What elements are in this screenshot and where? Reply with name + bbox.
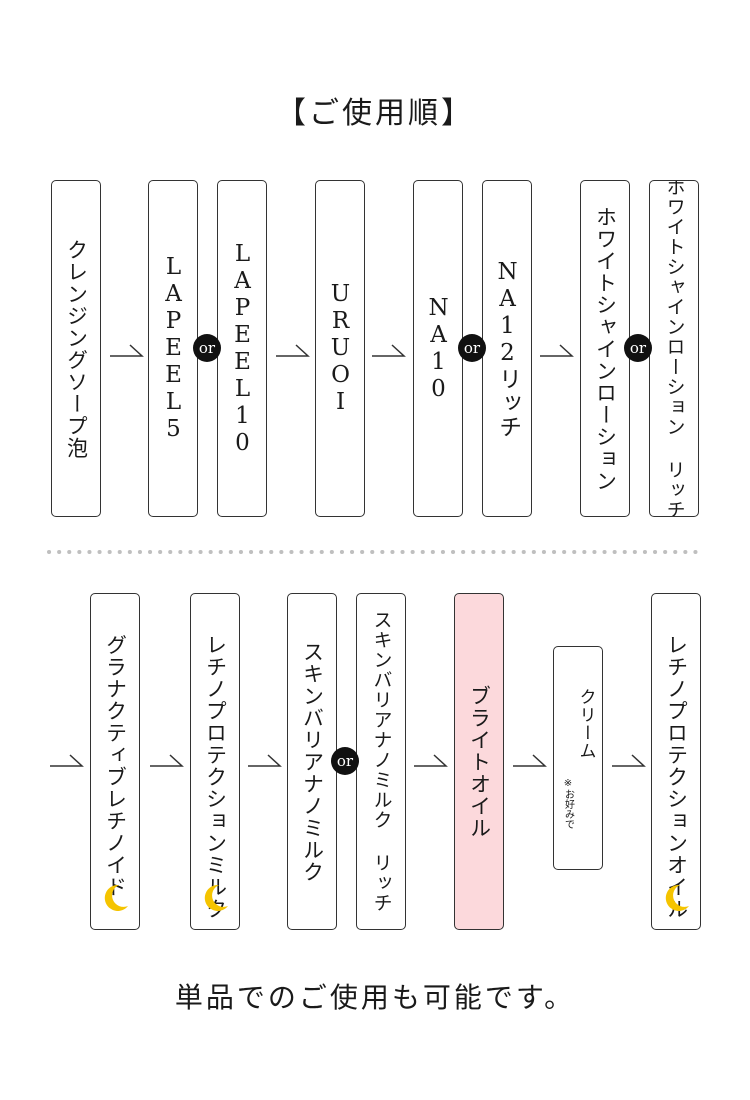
step-la-peel-5: LAPEEL5 (148, 180, 198, 517)
step-label: NA10 (425, 294, 452, 403)
or-badge: or (193, 334, 221, 362)
step-label: ホワイトシャインローション (593, 205, 618, 492)
dotted-divider (47, 550, 705, 554)
step-label: グラナクティブレチノイド (103, 634, 128, 898)
step-label: URUOI (327, 281, 354, 416)
step-label: レチノプロテクションオイル (664, 634, 689, 920)
arrow-icon (248, 754, 282, 767)
moon-icon (665, 884, 689, 911)
cream-label-group: クリーム ※お好みで (562, 687, 596, 829)
step-la-peel-10: LAPEEL10 (217, 180, 267, 517)
page-title: 【ご使用順】 (276, 96, 474, 131)
or-badge: or (624, 334, 652, 362)
step-retino-protection-milk: レチノプロテクションミルク (190, 593, 240, 930)
step-granactive-retinoid: グラナクティブレチノイド (90, 593, 140, 930)
arrow-icon (276, 344, 310, 357)
step-label: クリーム (575, 687, 596, 760)
step-label: クレンジングソープ泡 (64, 238, 89, 459)
step-label: LAPEEL10 (229, 240, 256, 457)
step-label: スキンバリアナノミルク (300, 640, 325, 883)
step-na-10: NA10 (413, 180, 463, 517)
arrow-icon (513, 754, 547, 767)
step-label: レチノプロテクションミルク (203, 634, 228, 920)
step-cream: クリーム ※お好みで (553, 646, 603, 870)
step-retino-protection-oil: レチノプロテクションオイル (651, 593, 701, 930)
step-white-shine-lotion-rich: ホワイトシャインローション リッチ (649, 180, 699, 517)
moon-icon (204, 884, 228, 911)
step-skin-barrier-nano-milk: スキンバリアナノミルク (287, 593, 337, 930)
arrow-icon (372, 344, 406, 357)
step-bright-oil: ブライトオイル (454, 593, 504, 930)
arrow-icon (110, 344, 144, 357)
step-label: ホワイトシャインローション リッチ (663, 180, 686, 517)
arrow-icon (540, 344, 574, 357)
or-badge: or (458, 334, 486, 362)
arrow-icon (414, 754, 448, 767)
step-skin-barrier-nano-milk-rich: スキンバリアナノミルク リッチ (356, 593, 406, 930)
optional-note: ※お好みで (562, 777, 574, 829)
arrow-icon (50, 754, 84, 767)
moon-icon (104, 884, 128, 911)
arrow-icon (612, 754, 646, 767)
step-label: ブライトオイル (467, 684, 492, 839)
footer-note: 単品でのご使用も可能です。 (174, 981, 576, 1014)
step-label: LAPEEL5 (160, 254, 187, 443)
step-label: NA12リッチ (494, 258, 521, 439)
arrow-icon (150, 754, 184, 767)
step-label: スキンバリアナノミルク リッチ (370, 610, 393, 913)
step-uruoi: URUOI (315, 180, 365, 517)
step-white-shine-lotion: ホワイトシャインローション (580, 180, 630, 517)
or-badge: or (331, 747, 359, 775)
step-cleansing-soap: クレンジングソープ泡 (51, 180, 101, 517)
step-na-12-rich: NA12リッチ (482, 180, 532, 517)
